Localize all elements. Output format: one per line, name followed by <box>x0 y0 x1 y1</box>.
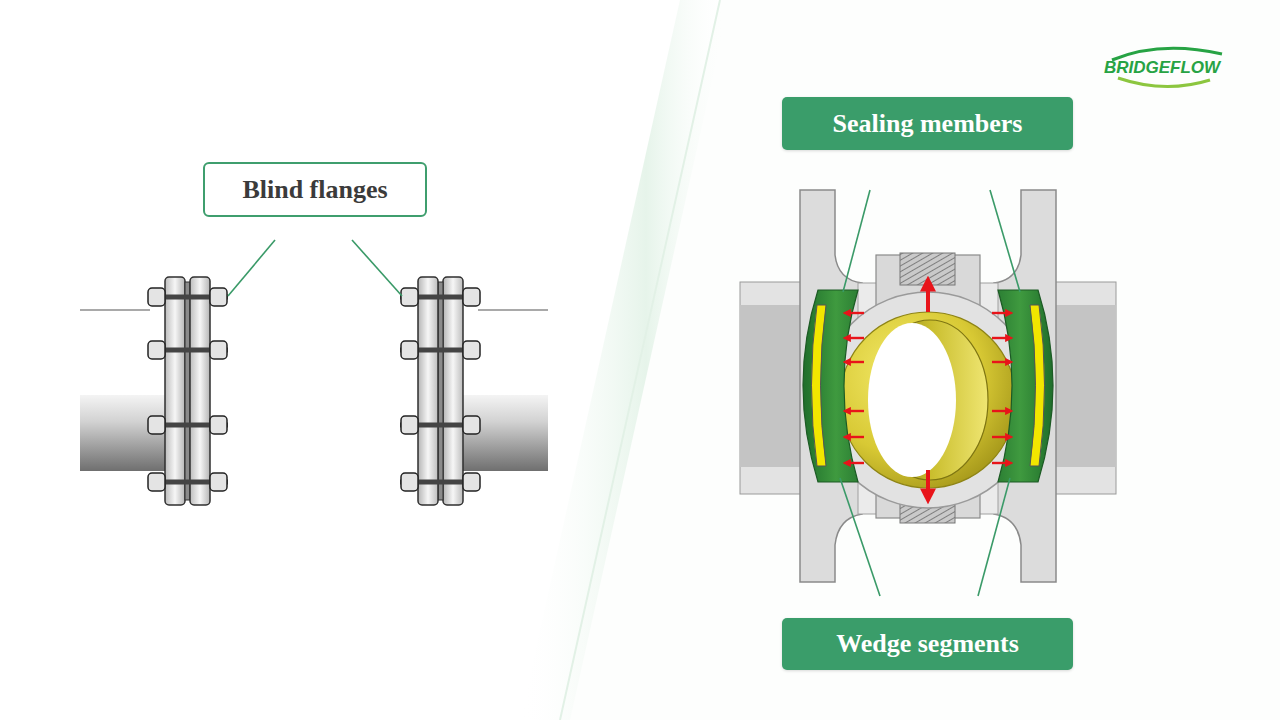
force-arrow <box>846 410 864 412</box>
divider-line <box>560 0 720 720</box>
hex-nut <box>210 416 227 434</box>
flange-plate <box>165 277 185 505</box>
callout-box: Blind flanges <box>203 162 427 217</box>
force-arrow <box>846 361 864 363</box>
pipe-edge-line <box>80 309 150 310</box>
hex-nut <box>210 288 227 306</box>
callout-box: Wedge segments <box>782 618 1073 670</box>
ball <box>840 312 1016 488</box>
hex-nut <box>148 341 165 359</box>
hex-nut <box>210 473 227 491</box>
valve-side <box>740 190 862 582</box>
wedge-side <box>992 290 1053 482</box>
force-arrow <box>846 462 864 464</box>
force-arrow <box>846 312 864 314</box>
callout-text: Wedge segments <box>836 629 1019 659</box>
sealing-member <box>812 305 827 466</box>
force-arrow <box>926 282 930 312</box>
bore-opening <box>868 323 956 477</box>
divider-band <box>520 0 730 720</box>
logo-swoosh <box>1118 78 1210 87</box>
hex-nut <box>210 341 227 359</box>
hex-nut <box>148 473 165 491</box>
flange-assembly <box>80 277 228 505</box>
stem-thread <box>900 253 955 285</box>
pipe <box>80 395 168 471</box>
hex-nut <box>148 288 165 306</box>
pipe-bore <box>740 305 804 467</box>
force-arrow <box>846 337 864 339</box>
flange-assembly <box>400 277 548 505</box>
leader-line <box>352 240 402 296</box>
callout-text: Sealing members <box>833 109 1023 139</box>
leader-line <box>840 478 880 596</box>
brand-logo: BRIDGEFLOW <box>1092 58 1232 78</box>
wedge-side <box>803 290 864 482</box>
wedge-segment <box>803 290 858 482</box>
callout-text: Blind flanges <box>242 175 387 205</box>
leader-line <box>228 240 275 296</box>
leader-line <box>990 190 1020 292</box>
force-arrow <box>846 436 864 438</box>
blind-plate <box>190 277 210 505</box>
callout-box: Sealing members <box>782 97 1073 150</box>
leader-line <box>843 190 870 292</box>
leader-line <box>978 478 1010 596</box>
valve-section <box>740 190 1116 582</box>
force-arrow <box>926 470 930 498</box>
hex-nut <box>148 416 165 434</box>
pipe-wall <box>740 282 804 494</box>
